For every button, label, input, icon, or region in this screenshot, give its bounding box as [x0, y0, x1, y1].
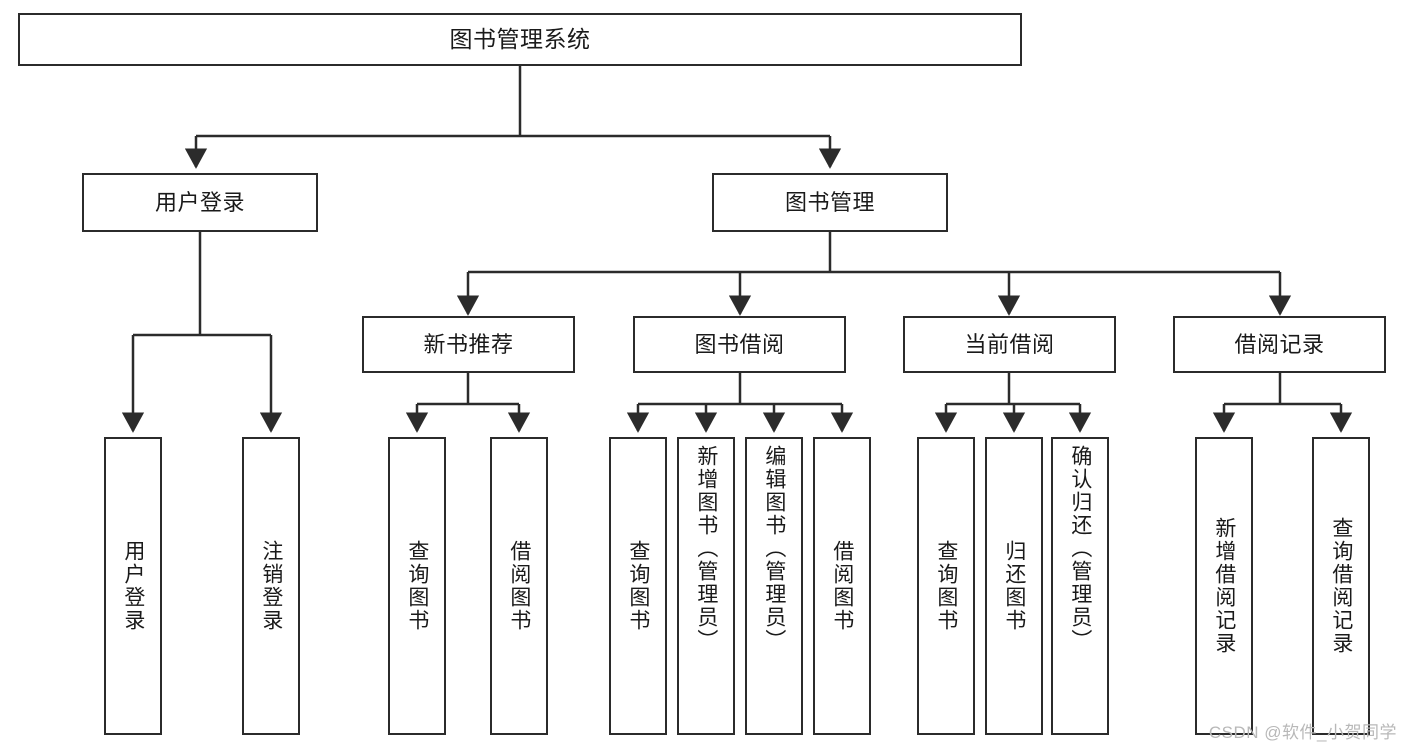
leaf-query-record-label: 查询借阅记录 — [1329, 517, 1353, 655]
leaf-return-book[interactable]: 归还图书 — [985, 437, 1043, 735]
leaf-book-add-label: 新增图书（管理员） — [694, 445, 718, 652]
leaf-book-borrow-action[interactable]: 借阅图书 — [813, 437, 871, 735]
leaf-book-borrow-action-label: 借阅图书 — [830, 540, 854, 632]
watermark: CSDN @软件_小贺同学 — [1208, 723, 1397, 742]
node-current-borrow-label: 当前借阅 — [964, 331, 1055, 357]
node-user-login-label: 用户登录 — [154, 189, 245, 215]
leaf-user-login[interactable]: 用户登录 — [104, 437, 162, 735]
leaf-user-login-label: 用户登录 — [121, 540, 145, 632]
leaf-add-record[interactable]: 新增借阅记录 — [1195, 437, 1253, 735]
leaf-return-book-label: 归还图书 — [1002, 540, 1026, 632]
leaf-new-book-borrow[interactable]: 借阅图书 — [490, 437, 548, 735]
node-book-borrow[interactable]: 图书借阅 — [633, 316, 846, 373]
leaf-logout-label: 注销登录 — [259, 540, 283, 632]
node-root[interactable]: 图书管理系统 — [18, 13, 1022, 66]
leaf-current-query[interactable]: 查询图书 — [917, 437, 975, 735]
node-current-borrow[interactable]: 当前借阅 — [903, 316, 1116, 373]
leaf-book-add[interactable]: 新增图书（管理员） — [677, 437, 735, 735]
leaf-confirm-return-label: 确认归还（管理员） — [1068, 445, 1092, 652]
leaf-confirm-return[interactable]: 确认归还（管理员） — [1051, 437, 1109, 735]
leaf-book-edit-label: 编辑图书（管理员） — [762, 445, 786, 652]
node-borrow-record[interactable]: 借阅记录 — [1173, 316, 1386, 373]
leaf-new-book-query[interactable]: 查询图书 — [388, 437, 446, 735]
node-borrow-record-label: 借阅记录 — [1234, 331, 1325, 357]
node-book-manage[interactable]: 图书管理 — [712, 173, 948, 232]
leaf-current-query-label: 查询图书 — [934, 540, 958, 632]
leaf-new-book-query-label: 查询图书 — [405, 540, 429, 632]
leaf-book-borrow-query[interactable]: 查询图书 — [609, 437, 667, 735]
leaf-query-record[interactable]: 查询借阅记录 — [1312, 437, 1370, 735]
node-book-borrow-label: 图书借阅 — [694, 331, 785, 357]
node-book-manage-label: 图书管理 — [784, 189, 875, 215]
leaf-logout[interactable]: 注销登录 — [242, 437, 300, 735]
node-root-label: 图书管理系统 — [449, 26, 591, 53]
node-new-book[interactable]: 新书推荐 — [362, 316, 575, 373]
node-new-book-label: 新书推荐 — [423, 331, 514, 357]
leaf-new-book-borrow-label: 借阅图书 — [507, 540, 531, 632]
node-user-login[interactable]: 用户登录 — [82, 173, 318, 232]
leaf-book-edit[interactable]: 编辑图书（管理员） — [745, 437, 803, 735]
leaf-book-borrow-query-label: 查询图书 — [626, 540, 650, 632]
leaf-add-record-label: 新增借阅记录 — [1212, 517, 1236, 655]
